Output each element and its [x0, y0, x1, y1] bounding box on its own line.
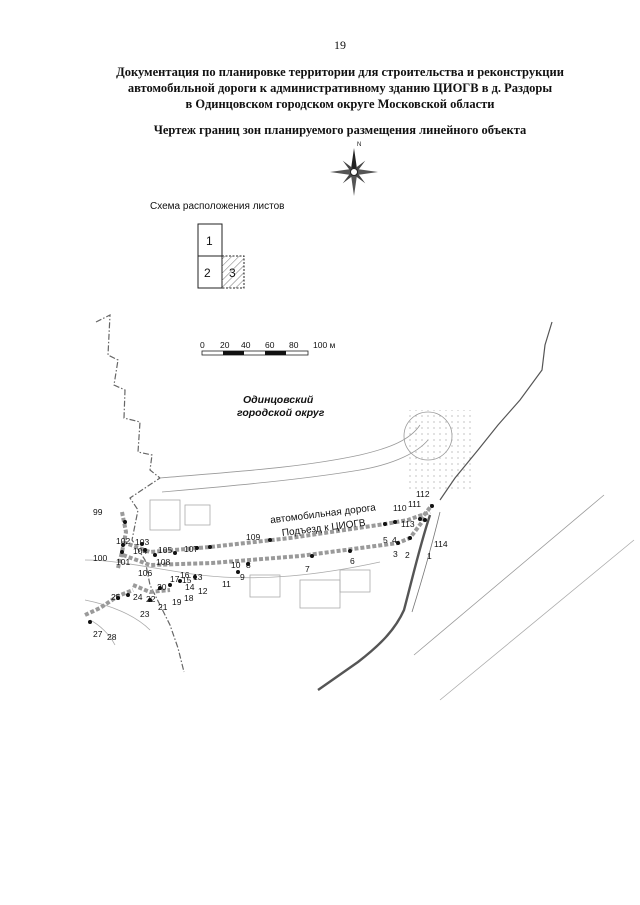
base-map — [84, 314, 635, 701]
title-line-3: в Одинцовском городском округе Московско… — [185, 97, 495, 111]
sheet-scheme: 1 2 3 — [197, 223, 245, 289]
point-label: 28 — [107, 632, 117, 642]
point-label: 14 — [185, 582, 195, 592]
point-label: 102 — [116, 536, 130, 546]
point-label: 5 — [383, 535, 388, 545]
point-label: 3 — [393, 549, 398, 559]
point-label: 99 — [93, 507, 103, 517]
point-label: 27 — [93, 629, 103, 639]
point-label: 100 — [93, 553, 107, 563]
sheet-scheme-label: Схема расположения листов — [150, 201, 285, 212]
point-label: 13 — [193, 572, 203, 582]
point-label: 108 — [156, 557, 170, 567]
boundary-points — [88, 504, 434, 624]
point-label: 7 — [305, 564, 310, 574]
sheet-1-box — [197, 223, 223, 257]
point-label: 112 — [416, 489, 430, 499]
scale-tick-40: 40 — [241, 340, 251, 350]
sheet-1-number: 1 — [206, 234, 213, 248]
point-label: 9 — [240, 572, 245, 582]
point-label: 20 — [157, 582, 167, 592]
drawing-title: Чертеж границ зон планируемого размещени… — [153, 123, 527, 137]
point-label: 107 — [184, 544, 198, 554]
document-title: Документация по планировке территории дл… — [70, 64, 610, 112]
point-label: 21 — [158, 602, 168, 612]
point-label: 25 — [111, 592, 121, 602]
point-label: 18 — [184, 593, 194, 603]
point-label: 101 — [116, 557, 130, 567]
title-line-2: автомобильной дороги к административному… — [127, 81, 553, 95]
point-label: 23 — [140, 609, 150, 619]
point-label: 4 — [392, 535, 397, 545]
region-label-line-2: городской округ — [237, 407, 325, 419]
point-label: 17 — [170, 574, 180, 584]
point-label: 24 — [133, 592, 143, 602]
scale-tick-80: 80 — [289, 340, 299, 350]
compass-rose-icon: N — [330, 142, 378, 196]
point-label: 22 — [146, 594, 156, 604]
page-number: 19 — [334, 38, 346, 52]
point-label: 8 — [246, 560, 251, 570]
point-label: 19 — [172, 597, 182, 607]
point-label: 110 — [393, 503, 407, 513]
scale-bar: 0 20 40 60 80 100 м — [200, 340, 336, 356]
point-label: 104 — [133, 546, 147, 556]
scale-tick-0: 0 — [200, 340, 205, 350]
point-label: 16 — [180, 570, 190, 580]
point-label: 1 — [427, 551, 432, 561]
point-label: 103 — [135, 537, 149, 547]
title-line-1: Документация по планировке территории дл… — [116, 65, 564, 79]
sheet-3-box — [221, 255, 245, 289]
point-label: 15 — [182, 575, 192, 585]
compass-north-label: N — [357, 142, 361, 148]
point-label: 2 — [405, 550, 410, 560]
point-label: 111 — [408, 499, 421, 509]
sheet-3-number: 3 — [229, 266, 236, 280]
point-label: 113 — [401, 519, 415, 529]
scale-tick-100: 100 м — [313, 340, 336, 350]
sheet-2-number: 2 — [204, 266, 211, 280]
point-label: 11 — [222, 579, 231, 589]
point-labels: 99 100 101 102 103 104 105 106 107 108 1… — [93, 489, 448, 642]
point-label: 114 — [434, 539, 448, 549]
point-label: 12 — [198, 586, 208, 596]
region-label-line-1: Одинцовский — [243, 394, 314, 406]
point-label: 105 — [158, 545, 172, 555]
point-label: 6 — [350, 556, 355, 566]
point-label: 109 — [246, 532, 260, 542]
scale-tick-20: 20 — [220, 340, 230, 350]
scale-tick-60: 60 — [265, 340, 275, 350]
point-label: 106 — [138, 568, 152, 578]
point-label: 10 — [231, 560, 241, 570]
